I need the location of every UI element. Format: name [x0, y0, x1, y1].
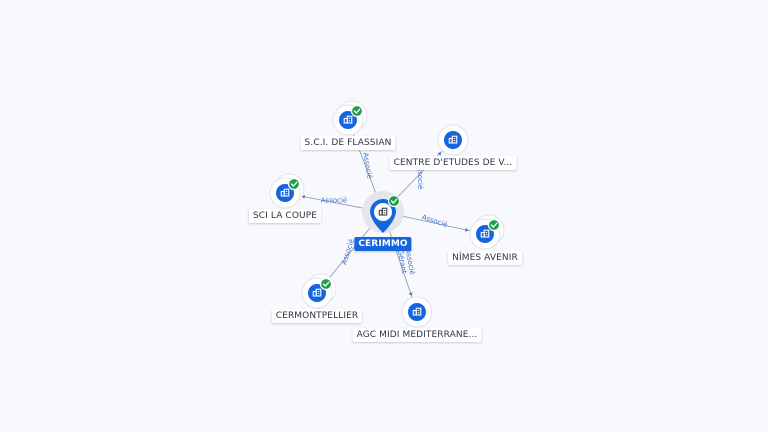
node-label-centre[interactable]: CENTRE D'ETUDES DE V... — [389, 156, 517, 170]
center-label[interactable]: CERIMMO — [354, 237, 412, 251]
verified-check-icon — [287, 177, 301, 191]
building-icon — [448, 135, 458, 144]
node-label-nimes[interactable]: NÎMES AVENIR — [448, 251, 522, 265]
node-label-agc[interactable]: AGC MIDI MEDITERRANE... — [352, 328, 482, 342]
building-icon — [412, 307, 422, 316]
company-node-icon — [276, 184, 294, 202]
center-node[interactable] — [362, 191, 404, 233]
edge-label: Associé — [421, 213, 449, 229]
company-node-icon — [476, 225, 494, 243]
building-icon — [480, 229, 490, 238]
verified-check-icon — [487, 218, 501, 232]
verified-check-icon — [350, 104, 364, 118]
node-centre[interactable] — [437, 124, 469, 156]
building-icon — [280, 188, 290, 197]
node-label-sci-coupe[interactable]: SCI LA COUPE — [248, 209, 322, 223]
node-label-cermont[interactable]: CERMONTPELLIER — [271, 309, 363, 323]
node-cermont[interactable] — [301, 273, 337, 309]
edge-label: Associé — [321, 197, 347, 205]
verified-check-icon — [319, 277, 333, 291]
node-flassian[interactable] — [332, 100, 368, 136]
building-icon — [312, 288, 322, 297]
edge-label: Associé — [361, 152, 373, 179]
node-sci-coupe[interactable] — [269, 173, 305, 209]
company-node-icon — [408, 303, 426, 321]
node-agc[interactable] — [401, 296, 433, 328]
node-label-flassian[interactable]: S.C.I. DE FLASSIAN — [300, 136, 396, 150]
company-node-icon — [444, 131, 462, 149]
node-nimes[interactable] — [469, 214, 505, 250]
nodes-layer — [269, 100, 505, 328]
edge-label: Associé — [416, 163, 424, 189]
building-icon — [378, 207, 388, 216]
verified-check-icon — [387, 194, 401, 208]
building-icon — [343, 115, 353, 124]
company-node-icon — [308, 284, 326, 302]
company-node-icon — [339, 111, 357, 129]
